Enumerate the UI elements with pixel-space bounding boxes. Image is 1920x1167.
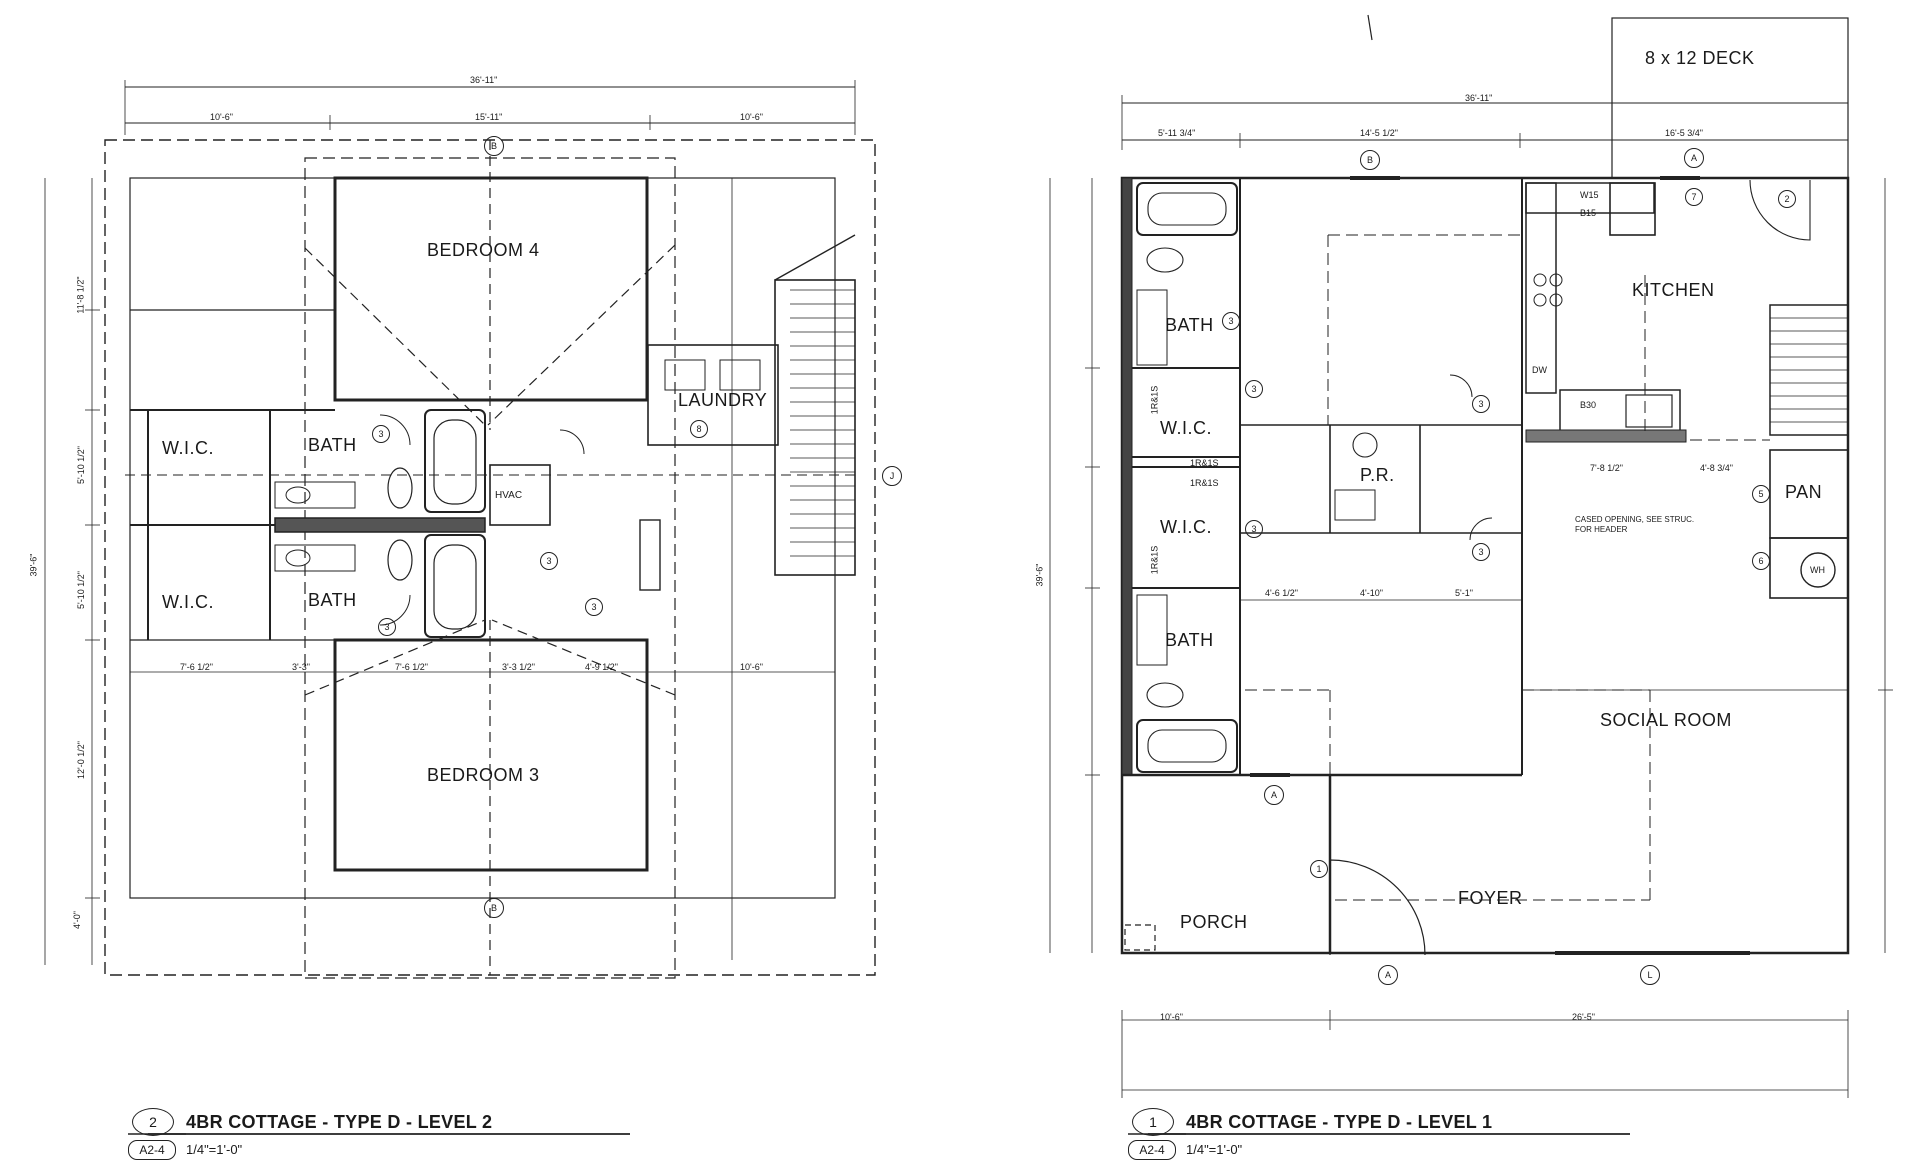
grid-marker-right-l2: J: [882, 466, 902, 486]
dim-bottom-left-l1: 10'-6": [1160, 1012, 1183, 1022]
dim-row-5-l1: 4'-8 3/4": [1700, 463, 1733, 473]
room-label-social-room: SOCIAL ROOM: [1600, 710, 1732, 730]
drawing-number-bubble-l2: 2: [132, 1108, 174, 1136]
cabinet-label: B15: [1580, 208, 1597, 218]
door-tag-l1: 3: [1472, 395, 1490, 413]
door-tag-l2: 3: [378, 618, 396, 636]
door-tag-l1: 3: [1245, 380, 1263, 398]
room-label-bath-upper: BATH: [308, 435, 357, 455]
door-tag-l1: 7: [1685, 188, 1703, 206]
dim-bottom-right-l1: 26'-5": [1572, 1012, 1595, 1022]
room-label-bedroom-4: BEDROOM 4: [427, 240, 540, 260]
shelf-label: 1R&1S: [1190, 458, 1219, 468]
grid-marker-left-l1: A: [1264, 785, 1284, 805]
door-tag-l2: 3: [540, 552, 558, 570]
dishwasher-label: DW: [1532, 365, 1547, 375]
water-heater-label: WH: [1810, 565, 1825, 575]
sheet-ref-l1: A2-4: [1139, 1143, 1165, 1157]
room-label-porch: PORCH: [1180, 912, 1248, 932]
dim-overall-depth-l1: 39'-6": [1034, 563, 1045, 587]
door-tag-l2: 3: [372, 425, 390, 443]
room-label-wic-lower-l1: W.I.C.: [1160, 517, 1212, 537]
dim-segment-mid-l2: 15'-11": [475, 112, 503, 122]
sheet-ref-l2: A2-4: [139, 1143, 165, 1157]
door-tag-l2: 8: [690, 420, 708, 438]
shelf-label: 1R&1S: [1149, 385, 1160, 415]
dim-row-3-l2: 7'-6 1/2": [395, 662, 428, 672]
dim-row-2-l1: 4'-10": [1360, 588, 1383, 598]
room-label-wic-upper-l1: W.I.C.: [1160, 418, 1212, 438]
door-tag-l1: 3: [1245, 520, 1263, 538]
dim-left-1-l2: 11'-8 1/2": [75, 276, 86, 314]
drawing-number-bubble-l1: 1: [1132, 1108, 1174, 1136]
door-tag-l1: 6: [1752, 552, 1770, 570]
drawing-scale-l2: 1/4"=1'-0": [186, 1142, 243, 1157]
door-tag-l1: 5: [1752, 485, 1770, 503]
door-tag-l2: 3: [585, 598, 603, 616]
room-label-laundry: LAUNDRY: [678, 390, 768, 410]
dim-left-3-l2: 5'-10 1/2": [75, 571, 86, 609]
room-label-bath-lower-l1: BATH: [1165, 630, 1214, 650]
cased-opening-note: CASED OPENING, SEE STRUC. FOR HEADER: [1575, 515, 1695, 534]
dim-row-6-l2: 10'-6": [740, 662, 763, 672]
dim-segment-left-l2: 10'-6": [210, 112, 233, 122]
dim-left-4-l2: 12'-0 1/2": [75, 741, 86, 779]
door-tag-l1: 1: [1310, 860, 1328, 878]
shelf-label: 1R&1S: [1149, 545, 1160, 575]
drawing-number-l2: 2: [149, 1114, 157, 1130]
level2-plan: [44, 80, 876, 979]
dim-overall-depth-l2: 39'-6": [28, 553, 39, 577]
level1-plan: [1049, 14, 1893, 1098]
dim-segment-right-l2: 10'-6": [740, 112, 763, 122]
dim-row-2-l2: 3'-3": [292, 662, 310, 672]
drawing-title-l1: 4BR COTTAGE - TYPE D - LEVEL 1: [1186, 1112, 1493, 1132]
room-label-bedroom-3: BEDROOM 3: [427, 765, 540, 785]
room-label-bath-lower: BATH: [308, 590, 357, 610]
grid-marker-bottom-left-l1: A: [1378, 965, 1398, 985]
dim-overall-width-l1: 36'-11": [1465, 93, 1493, 103]
door-tag-l1: 3: [1472, 543, 1490, 561]
grid-marker-top-l2: B: [484, 136, 504, 156]
dim-row-1-l1: 4'-6 1/2": [1265, 588, 1298, 598]
cabinet-label: W15: [1580, 190, 1599, 200]
door-tag-l1: 2: [1778, 190, 1796, 208]
cabinet-label: B30: [1580, 400, 1597, 410]
dim-segment-left-l1: 5'-11 3/4": [1158, 128, 1196, 138]
dim-row-3-l1: 5'-1": [1455, 588, 1473, 598]
dim-row-5-l2: 4'-9 1/2": [585, 662, 618, 672]
deck-label: 8 x 12 DECK: [1645, 48, 1755, 68]
room-label-wic-upper: W.I.C.: [162, 438, 214, 458]
room-label-wic-lower: W.I.C.: [162, 592, 214, 612]
dim-overall-width-l2: 36'-11": [470, 75, 498, 85]
grid-marker-bottom-right-l1: L: [1640, 965, 1660, 985]
grid-marker-bottom-l2: B: [484, 898, 504, 918]
sheet-ref-bubble-l2: A2-4: [128, 1140, 176, 1160]
dim-segment-mid-l1: 14'-5 1/2": [1360, 128, 1398, 138]
room-label-hvac: HVAC: [495, 490, 523, 501]
grid-marker-top-right-l1: A: [1684, 148, 1704, 168]
shelf-label: 1R&1S: [1190, 478, 1219, 488]
dim-row-4-l1: 7'-8 1/2": [1590, 463, 1623, 473]
sheet-ref-bubble-l1: A2-4: [1128, 1140, 1176, 1160]
dim-left-2-l2: 5'-10 1/2": [75, 446, 86, 484]
room-label-foyer: FOYER: [1458, 888, 1523, 908]
dim-row-4-l2: 3'-3 1/2": [502, 662, 535, 672]
dim-left-5-l2: 4'-0": [71, 911, 82, 929]
room-label-powder-room: P.R.: [1360, 465, 1395, 485]
door-tag-l1: 3: [1222, 312, 1240, 330]
room-label-pantry: PAN: [1785, 482, 1823, 502]
dim-row-1-l2: 7'-6 1/2": [180, 662, 213, 672]
drawing-number-l1: 1: [1149, 1114, 1157, 1130]
grid-marker-top-l1: B: [1360, 150, 1380, 170]
drawing-scale-l1: 1/4"=1'-0": [1186, 1142, 1243, 1157]
drawing-title-l2: 4BR COTTAGE - TYPE D - LEVEL 2: [186, 1112, 493, 1132]
room-label-bath-upper-l1: BATH: [1165, 315, 1214, 335]
dim-segment-right-l1: 16'-5 3/4": [1665, 128, 1703, 138]
room-label-kitchen: KITCHEN: [1632, 280, 1715, 300]
